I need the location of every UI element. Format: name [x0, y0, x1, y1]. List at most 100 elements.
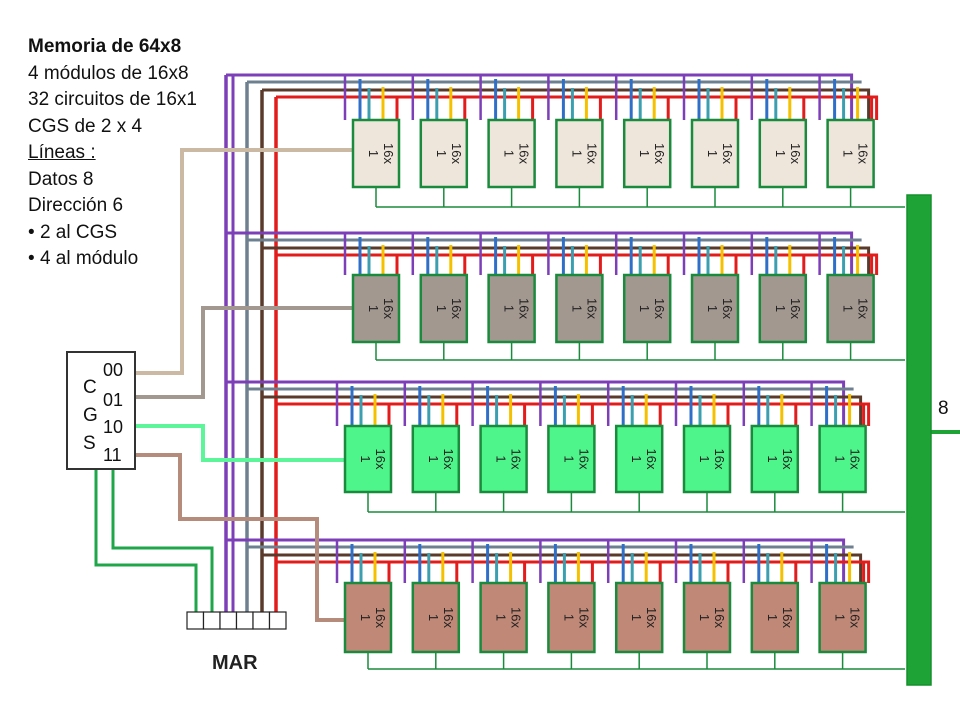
select-line-11 — [136, 453, 345, 622]
chip-body — [682, 424, 732, 494]
info-title: Memoria de 64x8 — [28, 36, 182, 57]
chip-label-top: 16x — [381, 298, 396, 319]
chip-label-top: 16x — [373, 449, 388, 470]
chip-label-bottom: 1 — [569, 150, 584, 157]
chip-label-top: 16x — [720, 143, 735, 164]
chip-label-top: 16x — [373, 607, 388, 628]
chip-label-top: 16x — [644, 449, 659, 470]
chip-label-top: 16x — [441, 449, 456, 470]
chip-label-bottom: 1 — [637, 150, 652, 157]
memory-chip: 16x1 — [479, 424, 528, 494]
chip-label-bottom: 1 — [705, 150, 720, 157]
chip-body — [487, 273, 536, 344]
cgs-output-01: 01 — [103, 390, 124, 410]
chip-label-bottom: 1 — [366, 305, 381, 312]
chip-label-top: 16x — [449, 298, 464, 319]
chip-label-top: 16x — [848, 607, 863, 628]
memory-chip: 16x1 — [682, 581, 732, 654]
memory-chip: 16x1 — [758, 118, 808, 189]
chip-label-bottom: 1 — [426, 614, 441, 621]
mar-label: MAR — [212, 652, 258, 674]
chip-label-bottom: 1 — [637, 305, 652, 312]
info-bullet-cgs: 2 al CGS — [28, 220, 243, 247]
memory-chip: 16x1 — [343, 581, 393, 654]
chip-label-bottom: 1 — [561, 455, 576, 462]
cgs-letter-c: C — [83, 377, 97, 398]
chip-body — [758, 273, 808, 344]
memory-chip: 16x1 — [343, 424, 393, 494]
chip-body — [818, 581, 867, 654]
chip-label-top: 16x — [576, 449, 591, 470]
chip-label-bottom: 1 — [502, 305, 517, 312]
chip-body — [419, 118, 469, 189]
memory-chip: 16x1 — [555, 118, 604, 189]
info-panel: Memoria de 64x8 4 módulos de 16x8 32 cir… — [28, 34, 243, 273]
chip-body — [682, 581, 732, 654]
memory-chip: 16x1 — [351, 118, 401, 189]
chip-label-top: 16x — [584, 298, 599, 319]
mar-bit-cell — [186, 611, 205, 630]
chip-body — [419, 273, 469, 344]
chip-label-bottom: 1 — [494, 614, 509, 621]
cgs-letter-g: G — [83, 405, 98, 426]
chip-label-top: 16x — [652, 143, 667, 164]
chip-label-top: 16x — [449, 143, 464, 164]
memory-chip: 16x1 — [614, 581, 664, 654]
memory-chip: 16x1 — [750, 424, 800, 494]
memory-chip: 16x1 — [547, 581, 596, 654]
chip-label-top: 16x — [584, 143, 599, 164]
memory-chip: 16x1 — [614, 424, 664, 494]
memory-chip: 16x1 — [487, 273, 536, 344]
chip-body — [826, 118, 875, 189]
info-bullet-modulo: 4 al módulo — [28, 246, 243, 273]
chip-label-top: 16x — [788, 143, 803, 164]
chip-label-top: 16x — [712, 607, 727, 628]
chip-body — [750, 581, 800, 654]
chip-label-top: 16x — [788, 298, 803, 319]
mar-bit-cell — [219, 611, 238, 630]
chip-label-bottom: 1 — [841, 150, 856, 157]
chip-label-bottom: 1 — [434, 150, 449, 157]
row-bus-purple — [226, 538, 846, 583]
chip-label-bottom: 1 — [494, 455, 509, 462]
row-bus-red — [276, 402, 871, 426]
chip-label-bottom: 1 — [629, 614, 644, 621]
chip-label-top: 16x — [441, 607, 456, 628]
chip-label-top: 16x — [509, 607, 524, 628]
chip-label-bottom: 1 — [765, 614, 780, 621]
memory-chip: 16x1 — [487, 118, 536, 189]
row-bus-purple — [226, 380, 846, 426]
cgs-decoder: C G S 00 01 10 11 — [66, 351, 136, 470]
chip-label-top: 16x — [848, 449, 863, 470]
chip-body — [479, 581, 528, 654]
info-line-cgs: CGS de 2 x 4 — [28, 115, 143, 137]
cgs-input-line — [111, 470, 214, 612]
memory-chip: 16x1 — [622, 118, 672, 189]
chip-body — [411, 581, 461, 654]
row-bus-brown — [262, 553, 863, 583]
memory-chip: 16x1 — [690, 273, 740, 344]
memory-chip: 16x1 — [690, 118, 740, 189]
chip-label-top: 16x — [381, 143, 396, 164]
chip-body — [758, 118, 808, 189]
chip-body — [690, 273, 740, 344]
info-line-datos: Datos 8 — [28, 168, 94, 190]
chip-label-bottom: 1 — [773, 305, 788, 312]
chip-label-bottom: 1 — [358, 455, 373, 462]
memory-chip: 16x1 — [351, 273, 401, 344]
cgs-input-line — [94, 470, 198, 612]
memory-chip: 16x1 — [826, 273, 875, 344]
mar-bit-cell — [202, 611, 221, 630]
chip-label-bottom: 1 — [833, 455, 848, 462]
chip-label-top: 16x — [517, 143, 532, 164]
chip-body — [818, 424, 867, 494]
chip-label-top: 16x — [780, 607, 795, 628]
chip-label-bottom: 1 — [833, 614, 848, 621]
memory-chip: 16x1 — [826, 118, 875, 189]
chip-label-top: 16x — [856, 143, 871, 164]
mar-bit-cell — [252, 611, 271, 630]
cgs-output-11: 11 — [103, 445, 122, 465]
chip-body — [487, 118, 536, 189]
chip-label-bottom: 1 — [697, 455, 712, 462]
